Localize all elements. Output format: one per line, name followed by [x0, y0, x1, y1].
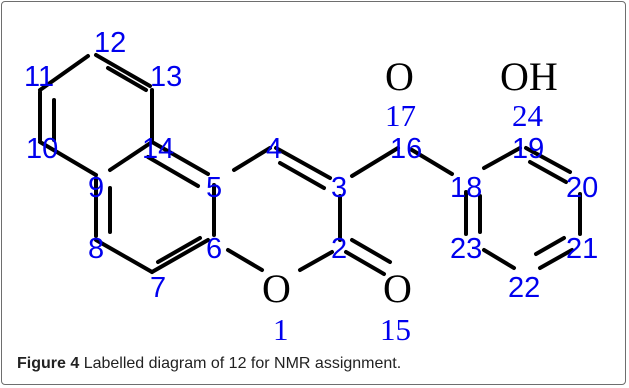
bond-5-4	[232, 146, 272, 172]
label-15: 15	[380, 312, 411, 347]
label-24: 24	[512, 98, 544, 133]
label-10: 10	[26, 133, 58, 165]
bond-2-o15	[344, 250, 386, 276]
label-11: 11	[24, 61, 54, 93]
bond-7-6	[150, 238, 210, 274]
bond-o1-2	[298, 250, 334, 272]
label-3: 3	[331, 172, 347, 204]
atom-symbols: O O O OH	[262, 54, 558, 311]
bond-6-o1	[226, 248, 264, 272]
bond-22-23	[482, 248, 516, 270]
label-5: 5	[206, 172, 222, 204]
bond-3-16	[350, 146, 400, 178]
label-4: 4	[266, 133, 282, 165]
bond-10-9	[38, 140, 98, 177]
label-16: 16	[390, 133, 422, 165]
bond-18-19	[482, 146, 522, 170]
bond-7-6-inner	[156, 236, 202, 264]
bond-2-o15-inner	[350, 238, 392, 264]
atom-hydroxyl: OH	[500, 54, 558, 99]
bond-21-22	[538, 248, 574, 270]
label-19: 19	[512, 133, 544, 165]
atom-o-ketone: O	[385, 54, 414, 99]
bond-21-22-inner	[534, 236, 566, 256]
bond-14-9	[108, 140, 154, 172]
label-14: 14	[142, 133, 174, 165]
label-12: 12	[94, 27, 126, 59]
caption-text: Labelled diagram of 12 for NMR assignmen…	[83, 355, 402, 372]
bond-16-18	[410, 148, 454, 176]
molecule-diagram: O O O OH 1 2 3 4 5 6 7 8 9 10 11 12 13 1…	[24, 27, 598, 347]
bond-19-20	[524, 146, 572, 174]
label-17: 17	[385, 98, 416, 133]
bond-14-5-inner	[146, 155, 200, 188]
label-23: 23	[450, 233, 482, 265]
label-1: 1	[273, 312, 289, 347]
label-2: 2	[331, 233, 347, 265]
bond-lines	[38, 53, 582, 276]
label-7: 7	[150, 272, 166, 304]
bond-14-5	[150, 140, 210, 176]
bond-12-13	[94, 53, 152, 88]
label-20: 20	[566, 172, 598, 204]
atom-o-ring: O	[262, 266, 291, 311]
bond-19-20-inner	[528, 160, 568, 184]
bond-11-12	[38, 54, 90, 92]
label-22: 22	[508, 272, 540, 304]
position-numbers: 1 2 3 4 5 6 7 8 9 10 11 12 13 14 15 16 1…	[24, 27, 598, 347]
label-13: 13	[150, 61, 182, 93]
label-21: 21	[566, 233, 598, 265]
figure-caption: Figure 4 Labelled diagram of 12 for NMR …	[17, 355, 401, 373]
label-9: 9	[88, 172, 104, 204]
bond-4-3-inner	[278, 161, 326, 190]
bond-8-7	[94, 238, 154, 274]
label-18: 18	[450, 172, 482, 204]
label-8: 8	[88, 233, 104, 265]
bond-12-13-inner	[106, 66, 148, 92]
label-6: 6	[206, 233, 222, 265]
atom-o-carbonyl: O	[383, 266, 412, 311]
bond-4-3	[274, 146, 332, 180]
figure-label: Figure 4	[17, 355, 80, 372]
